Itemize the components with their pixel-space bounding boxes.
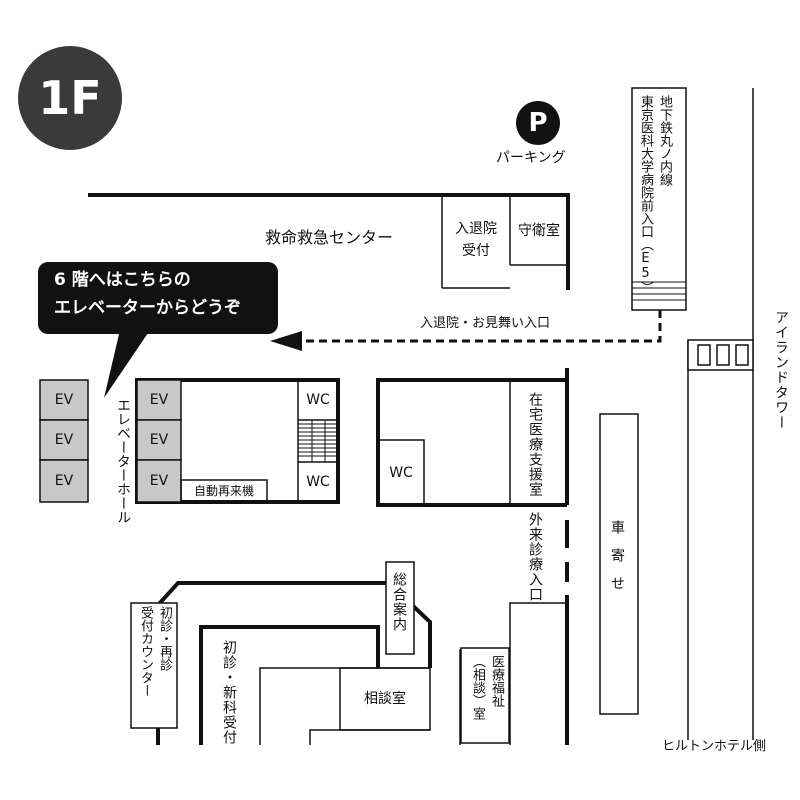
- wc-2-box: [297, 461, 339, 503]
- wc-3-label: WC: [389, 464, 413, 481]
- floor-label: 1F: [38, 71, 102, 125]
- consultation-room-label: 相談室: [364, 691, 406, 707]
- elevator-block-right: [136, 379, 182, 503]
- first-visit-counter-label: 初診・再診 受付カウンター: [138, 606, 172, 697]
- parking-icon: [516, 101, 560, 145]
- parking-symbol: P: [528, 108, 548, 138]
- car-stop-label: 車寄せ: [609, 520, 625, 604]
- emergency-center-label: 救命救急センター: [265, 228, 394, 247]
- route-arrow-line: [300, 310, 662, 343]
- wc-2-label: WC: [306, 474, 330, 490]
- elevator-left-3: EV: [54, 473, 74, 489]
- general-info-box: [385, 561, 415, 655]
- callout-line-2: エレベーターからどうぞ: [54, 298, 241, 318]
- medical-welfare-label: 医療福祉 （相談）室: [470, 655, 504, 720]
- admission-label: 入退院 受付: [455, 220, 497, 259]
- welfare-room-box: [460, 647, 510, 744]
- outpatient-entrance-label: 外来診療入口: [527, 512, 543, 602]
- route-arrow-head: [270, 331, 302, 351]
- general-info-label: 総合案内: [391, 572, 407, 632]
- home-care-label: 在宅医療支援室: [527, 392, 543, 497]
- reception-counter-box: [130, 602, 178, 729]
- island-tower-label: アイランドタワー: [773, 310, 789, 430]
- auto-reentry-label: 自動再来機: [193, 484, 254, 498]
- floor-badge: [18, 46, 122, 150]
- center-block: [376, 368, 569, 507]
- elevator-right-2: EV: [149, 432, 169, 448]
- top-wall: [88, 193, 570, 290]
- callout-tail: [104, 330, 150, 398]
- parking-label: パーキング: [496, 150, 566, 166]
- elevator-left-1: EV: [54, 392, 74, 408]
- elevator-right-3: EV: [149, 473, 169, 489]
- elevator-left-2: EV: [54, 432, 74, 448]
- road: [687, 88, 754, 740]
- subway-label: 地下鉄丸ノ内線 東京医科大学病院前入口（E5）: [638, 95, 672, 294]
- first-visit-new-label: 初診・新科受付: [221, 640, 237, 745]
- route-label: 入退院・お見舞い入口: [420, 316, 551, 331]
- auto-reentry-box: [180, 479, 268, 503]
- elevator-hall-label: エレベーターホール: [115, 398, 131, 524]
- stairs: [298, 420, 338, 462]
- callout-line-1: 6 階へはこちらの: [54, 270, 191, 290]
- wc-1-box: [297, 379, 339, 421]
- callout-bubble: [38, 262, 278, 334]
- guard-room-label: 守衛室: [518, 223, 560, 239]
- car-stop-box: [599, 413, 639, 715]
- hilton-label: ヒルトンホテル側: [662, 739, 767, 754]
- elevator-right-1: EV: [149, 392, 169, 408]
- wc-1-label: WC: [306, 392, 330, 408]
- elevator-block-left: [39, 379, 89, 503]
